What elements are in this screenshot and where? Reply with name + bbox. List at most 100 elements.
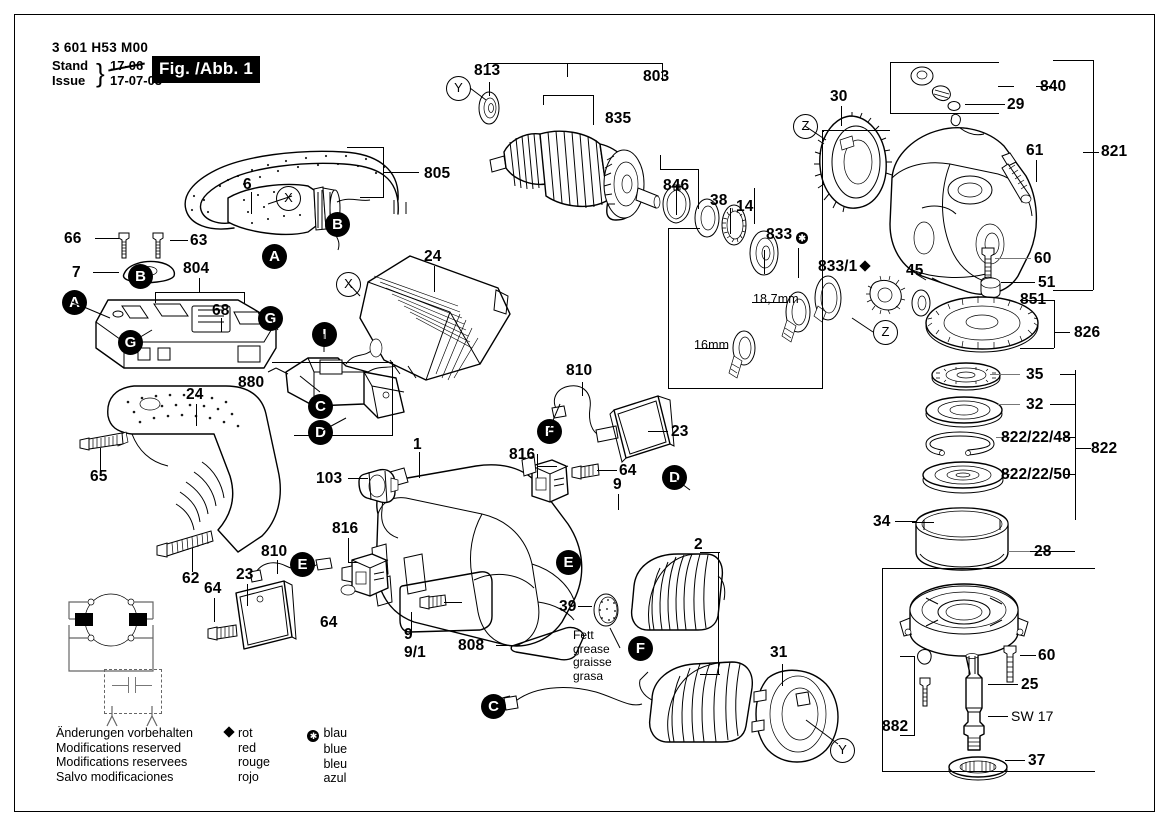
brace-glyph: } — [96, 58, 105, 88]
callout-1: 1 — [413, 436, 422, 453]
schematic-terminals — [104, 706, 164, 728]
legend-note-de: Änderungen vorbehalten — [56, 726, 193, 740]
callout-822: 822 — [1091, 440, 1118, 457]
legend-blue-fr: bleu — [323, 756, 348, 771]
callout-64-center: 64 — [320, 614, 338, 631]
legend-red-en: red — [238, 740, 257, 755]
sheet-border — [14, 14, 1155, 812]
housing-cover-part-24-upper — [330, 248, 530, 388]
callout-833: 833✱ — [766, 226, 812, 244]
callout-63: 63 — [190, 232, 208, 249]
label-plate-part-9 — [396, 570, 496, 634]
issue-date: 17-07-03 — [110, 73, 163, 88]
bearing-part-833-1 — [778, 288, 818, 344]
callout-851: 851 — [1020, 291, 1047, 308]
legend-notes: Änderungen vorbehalten Modifications res… — [56, 726, 193, 784]
end-cap-part-103 — [355, 466, 399, 508]
revision-labels: Stand Issue — [52, 58, 96, 88]
callout-23-upper: 23 — [671, 423, 689, 440]
screw-part-66 — [116, 231, 134, 261]
callout-826: 826 — [1074, 324, 1101, 341]
callout-68: 68 — [212, 302, 230, 319]
callout-66: 66 — [64, 230, 82, 247]
brush-cover-part-23-upper — [608, 392, 678, 463]
callout-822-22-50: 822/22/50 — [1001, 466, 1071, 483]
legend-red-es: rojo — [238, 769, 259, 784]
callout-9-1: 9/1 — [404, 644, 426, 661]
legend-note-es: Salvo modificaciones — [56, 769, 174, 784]
marker-z-bearing: Z — [873, 320, 898, 345]
callout-62: 62 — [182, 570, 200, 587]
callout-880: 880 — [238, 374, 265, 391]
callout-64-upper: 64 — [619, 462, 637, 479]
air-baffle-part-2-upper — [620, 546, 730, 634]
callout-31: 31 — [770, 644, 788, 661]
callout-38: 38 — [710, 192, 728, 209]
callout-65: 65 — [90, 468, 108, 485]
part-number: 3 601 H53 M00 — [52, 40, 149, 55]
star-icon: ✱ — [307, 730, 320, 742]
circlip-part-822-22-48 — [920, 430, 1000, 458]
callout-6: 6 — [243, 176, 252, 193]
screw-part-64-upper — [570, 462, 602, 484]
marker-a-switch: A — [62, 290, 87, 315]
callout-846: 846 — [663, 177, 690, 194]
callout-810-upper: 810 — [566, 362, 593, 379]
issue-label: Issue — [52, 73, 86, 88]
screw-part-64-center — [418, 592, 448, 614]
brush-holder-part-816-right — [516, 452, 578, 508]
callout-45: 45 — [906, 262, 924, 279]
wire-harness-part-810-left — [246, 556, 336, 590]
callout-35: 35 — [1026, 366, 1044, 383]
callout-833-1: 833/1 — [818, 258, 874, 276]
flange-part-37 — [946, 756, 1010, 782]
wiring-schematic — [55, 585, 175, 705]
callout-822-22-48: 822/22/48 — [1001, 429, 1071, 446]
marker-f-upper: F — [537, 419, 562, 444]
marker-e-housing: E — [556, 550, 581, 575]
callout-28: 28 — [1034, 543, 1052, 560]
legend-colors: rot red rouge rojo ✱blau blue bleu azul — [223, 726, 348, 786]
bearing-part-822-22-50 — [920, 460, 1006, 494]
screw-part-64-left — [206, 622, 240, 644]
callout-803: 803 — [643, 68, 670, 85]
spindle-part-25 — [956, 652, 992, 760]
bearing-flange-plate — [896, 582, 1030, 666]
armature-part-803 — [488, 100, 678, 230]
bearing-part-813 — [474, 88, 504, 128]
legend-blue-de: blau — [323, 726, 348, 740]
callout-821: 821 — [1101, 143, 1128, 160]
dimension-16mm: 16mm — [694, 338, 730, 352]
marker-y-flange: Y — [830, 738, 855, 763]
callout-51: 51 — [1038, 274, 1056, 291]
dimension-18-7mm: 18,7mm — [753, 292, 799, 306]
marker-c-880: C — [308, 394, 333, 419]
callout-32: 32 — [1026, 396, 1044, 413]
callout-64-left: 64 — [204, 580, 222, 597]
marker-d-upper: D — [662, 465, 687, 490]
legend-red-de: rot — [238, 726, 253, 740]
callout-29: 29 — [1007, 96, 1025, 113]
screw-part-60-lower — [1000, 644, 1022, 686]
air-baffle-part-2-lower — [632, 654, 762, 746]
callout-25: 25 — [1021, 676, 1039, 693]
callout-813: 813 — [474, 62, 501, 79]
bearing-16mm — [724, 326, 764, 382]
marker-f-lower: F — [628, 636, 653, 661]
flange-part-31 — [738, 664, 848, 772]
legend-red-fr: rouge — [238, 755, 270, 770]
callout-835: 835 — [605, 110, 632, 127]
callout-9-right: 9 — [613, 476, 622, 493]
brush-cover-part-23-left — [228, 575, 298, 653]
callout-23-left: 23 — [236, 566, 254, 583]
power-cord-part-805 — [148, 140, 418, 255]
grease-note-es: grasa — [573, 668, 604, 683]
grease-ring-part-39 — [588, 592, 628, 628]
callout-810-left: 810 — [261, 543, 288, 560]
callout-805: 805 — [424, 165, 451, 182]
legend-blue-en: blue — [323, 742, 348, 756]
callout-103: 103 — [316, 470, 343, 487]
legend-color-red: rot red rouge rojo — [223, 726, 270, 784]
